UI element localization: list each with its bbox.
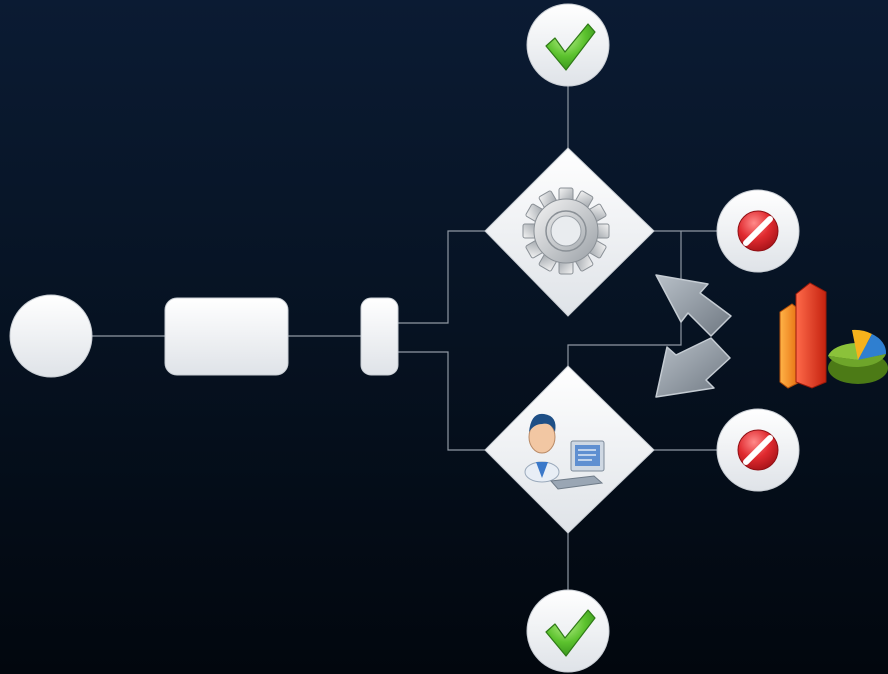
start-node[interactable]: [9, 294, 93, 378]
connector-split-to-automated: [398, 230, 485, 324]
gear-icon: [522, 187, 610, 275]
checkmark-icon: [545, 609, 596, 657]
approved-top-node[interactable]: [526, 3, 610, 87]
rejected-top-node[interactable]: [716, 189, 800, 273]
feedback-arrow-icon: [655, 337, 731, 398]
rejected-bottom-node[interactable]: [716, 408, 800, 492]
bar-and-pie-chart-icon: [779, 282, 888, 389]
approved-bottom-node[interactable]: [526, 589, 610, 673]
no-entry-icon: [737, 210, 779, 252]
manual-decision-node[interactable]: [484, 365, 655, 534]
split-node[interactable]: [360, 297, 399, 376]
user-at-computer-icon: [524, 413, 605, 490]
checkmark-icon: [545, 23, 596, 71]
task-node[interactable]: [164, 297, 289, 376]
connector-split-to-manual: [398, 351, 485, 451]
automated-decision-node[interactable]: [484, 147, 655, 317]
no-entry-icon: [737, 429, 779, 471]
feedback-arrow-icon: [655, 274, 732, 337]
